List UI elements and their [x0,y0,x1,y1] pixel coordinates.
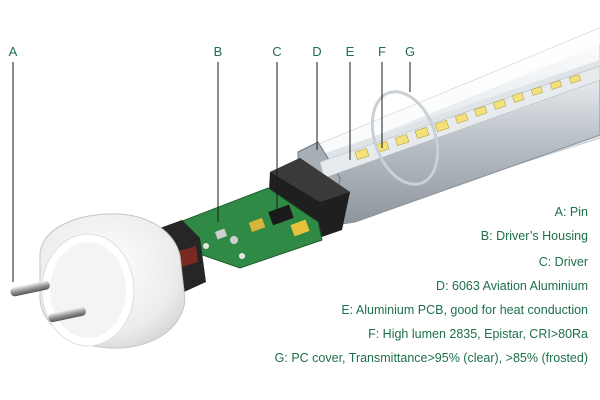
legend-item-d: D: 6063 Aviation Aluminium [436,279,588,293]
legend-item-f: F: High lumen 2835, Epistar, CRI>80Ra [368,327,588,341]
callout-b: B [213,44,223,59]
callout-e: E [345,44,355,59]
callout-a: A [8,44,18,59]
leader-lines [12,62,411,282]
legend-item-e: E: Aluminium PCB, good for heat conducti… [341,303,588,317]
cover-ring [370,90,440,186]
callout-c: C [272,44,282,59]
end-cap [39,213,186,349]
led-chips [354,74,582,161]
legend-item-c: C: Driver [538,255,588,269]
callout-f: F [378,44,386,59]
legend-item-a: A: Pin [554,205,588,219]
legend-item-b: B: Driver’s Housing [480,229,588,243]
legend-item-g: G: PC cover, Transmittance>95% (clear), … [274,351,588,365]
pins [10,280,86,323]
callout-d: D [312,44,322,59]
callout-g: G [404,44,416,59]
